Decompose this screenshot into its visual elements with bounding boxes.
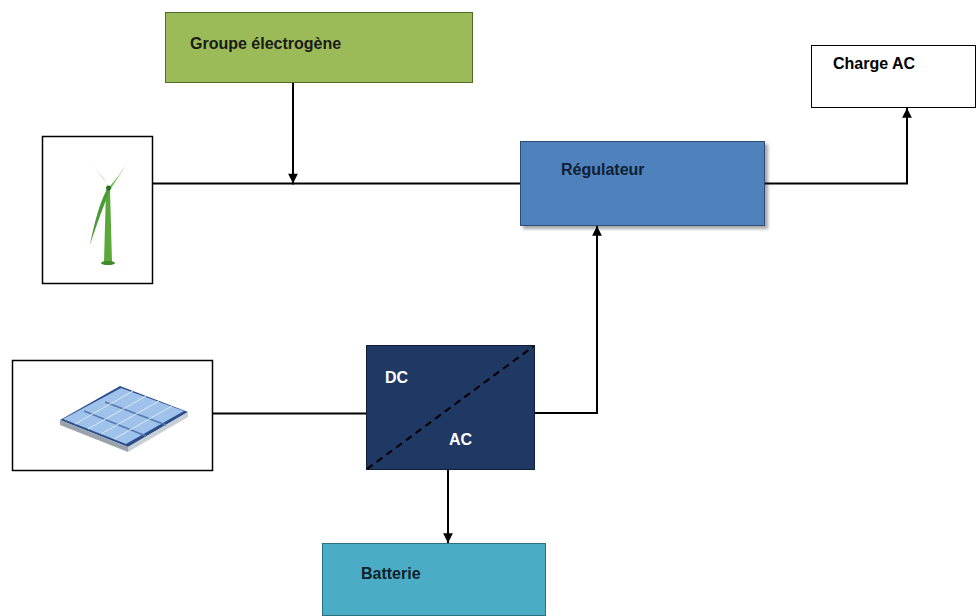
connector — [535, 226, 602, 413]
node-box: DC AC — [366, 345, 535, 470]
node-label: Charge AC — [833, 54, 915, 73]
node-box: Régulateur — [520, 141, 765, 226]
connector — [443, 470, 453, 543]
solar-panel — [60, 386, 188, 452]
node-label: Régulateur — [561, 160, 645, 179]
node-label: Groupe électrogène — [190, 34, 341, 53]
node-box: Groupe électrogène — [165, 12, 473, 83]
connector — [288, 83, 520, 184]
wind-turbine — [90, 160, 128, 265]
turbine-frame — [43, 137, 153, 284]
converter-divider — [367, 346, 534, 469]
node-label: Batterie — [361, 564, 421, 583]
node-box: Charge AC — [811, 45, 976, 108]
wire — [152, 183, 294, 185]
wire — [212, 413, 367, 415]
node-label: DC — [385, 368, 408, 387]
node-box: Batterie — [322, 543, 546, 616]
pv-frame — [13, 361, 213, 471]
connector — [765, 108, 912, 184]
node-label: AC — [449, 430, 472, 449]
